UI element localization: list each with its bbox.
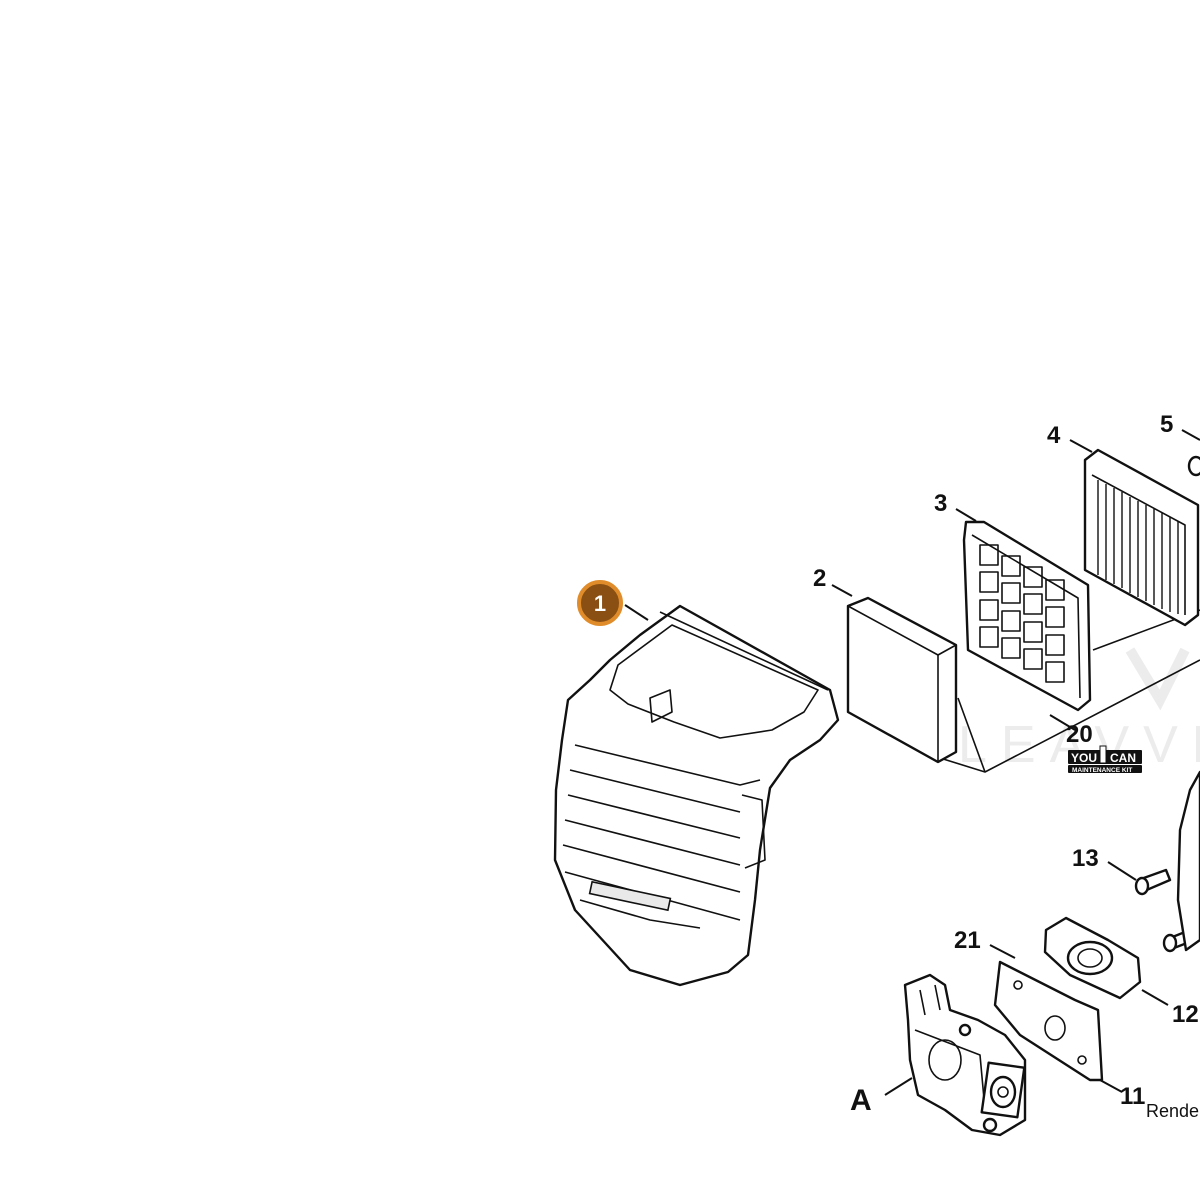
part-12-flange[interactable] bbox=[1043, 916, 1142, 1000]
badge-can: CAN bbox=[1110, 751, 1136, 765]
leader-13 bbox=[1107, 861, 1137, 881]
callout-11[interactable]: 11 bbox=[1120, 1083, 1145, 1110]
leader-lines bbox=[624, 429, 1200, 1096]
part-5-nut[interactable] bbox=[1187, 455, 1200, 477]
callout-1-highlight[interactable]: 1 bbox=[577, 580, 623, 626]
callout-1-ring bbox=[577, 580, 623, 626]
filter-grid bbox=[979, 544, 1065, 683]
leader-21 bbox=[989, 944, 1016, 959]
part-A-carburetor[interactable] bbox=[903, 973, 1027, 1137]
leader-2 bbox=[831, 584, 853, 597]
callout-4[interactable]: 4 bbox=[1047, 422, 1061, 449]
part-2-prefilter-pad[interactable] bbox=[846, 596, 958, 764]
leader-20 bbox=[1049, 714, 1076, 731]
callout-13[interactable]: 13 bbox=[1072, 845, 1099, 872]
leader-1 bbox=[624, 604, 649, 621]
callout-21[interactable]: 21 bbox=[954, 927, 981, 954]
callout-20[interactable]: 20 bbox=[1066, 721, 1093, 748]
callout-5[interactable]: 5 bbox=[1160, 411, 1173, 438]
youcan-kit-badge: YOU CAN MAINTENANCE KIT bbox=[1068, 745, 1142, 774]
badge-subtitle: MAINTENANCE KIT bbox=[1072, 767, 1132, 774]
part-3-filter-frame[interactable] bbox=[962, 520, 1092, 712]
leader-4 bbox=[1069, 439, 1093, 453]
callout-A[interactable]: A bbox=[850, 1084, 872, 1117]
callout-labels: 2 3 4 5 20 13 21 12 11 A bbox=[813, 411, 1199, 1117]
badge-you: YOU bbox=[1071, 751, 1097, 765]
part-1-air-filter-cover[interactable] bbox=[553, 604, 840, 987]
callout-2[interactable]: 2 bbox=[813, 565, 826, 592]
leader-11 bbox=[1099, 1079, 1123, 1093]
callout-1-number: 1 bbox=[594, 591, 606, 616]
wrench-icon bbox=[1099, 745, 1107, 764]
part-4-pleated-filter[interactable] bbox=[1083, 448, 1200, 627]
leader-5 bbox=[1181, 429, 1200, 441]
part-11-gasket[interactable] bbox=[993, 960, 1104, 1082]
right-bracket bbox=[1176, 770, 1200, 952]
callout-3[interactable]: 3 bbox=[934, 490, 947, 517]
footer-render-text: Render bbox=[1146, 1101, 1200, 1121]
leader-A bbox=[884, 1077, 913, 1096]
leader-3 bbox=[955, 508, 977, 522]
filter-pleats bbox=[1097, 480, 1179, 614]
callout-12[interactable]: 12 bbox=[1172, 1001, 1199, 1028]
leader-12 bbox=[1141, 989, 1169, 1006]
part-13-screw[interactable] bbox=[1134, 868, 1172, 896]
